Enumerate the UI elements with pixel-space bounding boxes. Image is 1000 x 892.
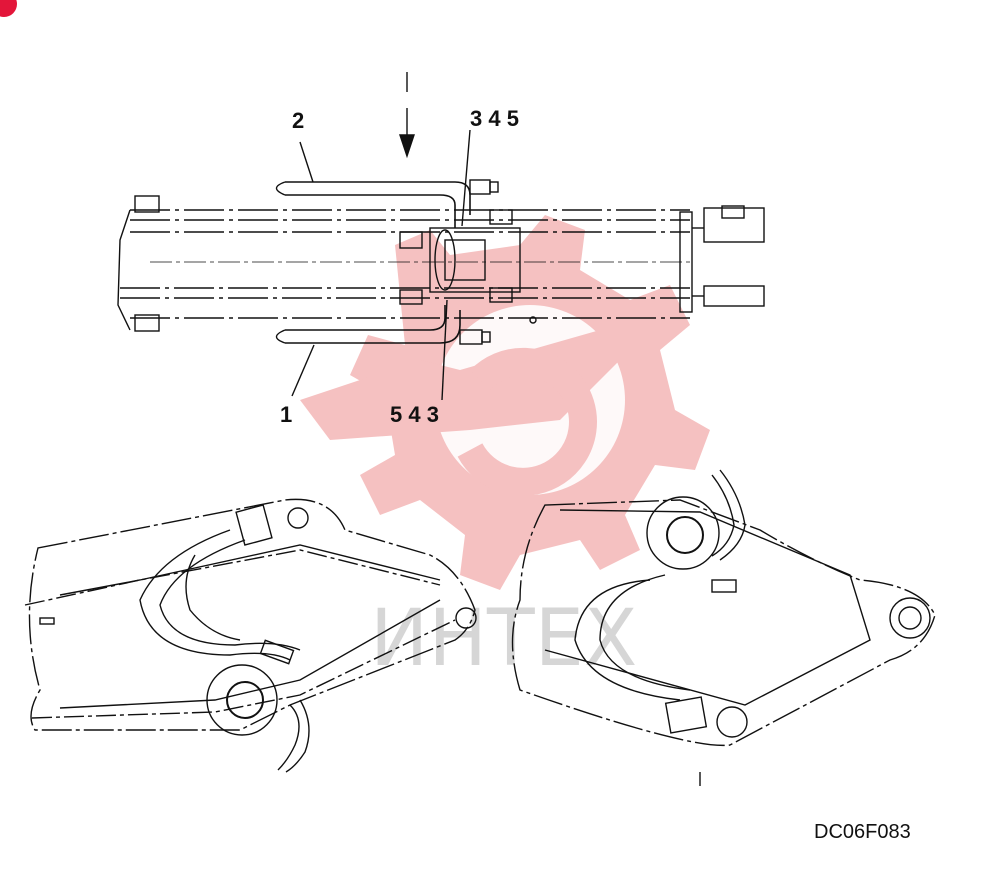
- right-side-view: [511, 469, 936, 786]
- left-side-view: [24, 498, 477, 773]
- watermark-text: ИНТЕХ: [370, 594, 637, 684]
- callout-group-upper: 3 4 5: [470, 106, 519, 131]
- watermark-logo: [300, 215, 710, 590]
- corner-badge: [0, 0, 17, 17]
- drawing-code: DC06F083: [814, 821, 911, 843]
- callout-hose-2: 2: [292, 108, 304, 133]
- callout-hose-1: 1: [280, 402, 292, 427]
- top-view-assembly: [117, 72, 765, 401]
- callout-group-lower: 5 4 3: [390, 402, 439, 427]
